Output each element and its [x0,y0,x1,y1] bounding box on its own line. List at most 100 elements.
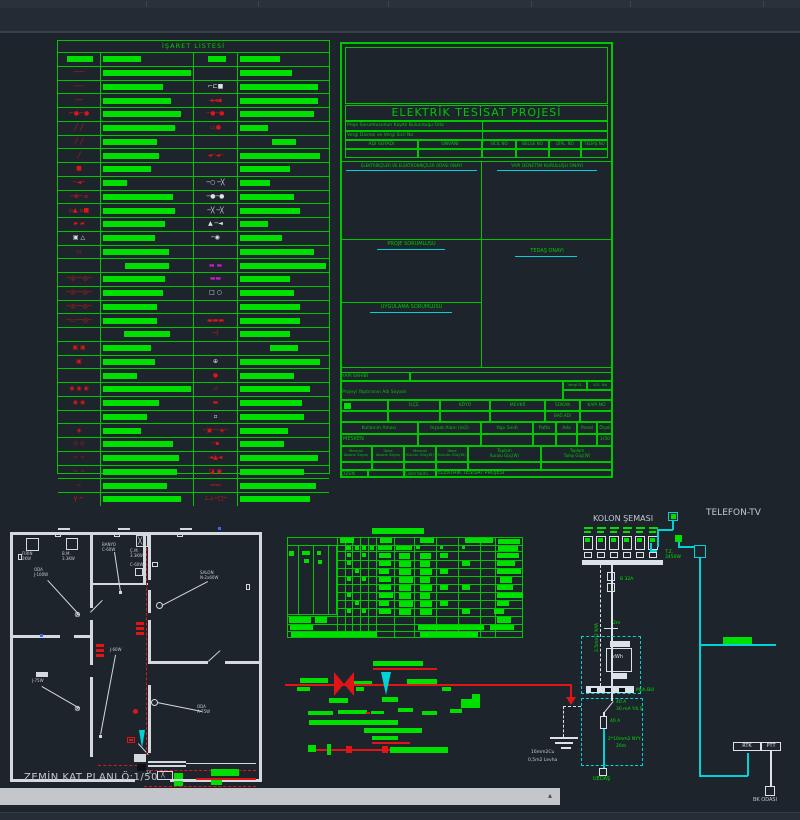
shape-t: ELEKTRİK TESİSAT PROJESİ [438,471,504,477]
shape-r [290,625,313,630]
shape-r [678,546,695,548]
legend-bar [240,331,290,337]
legend-cell: ⌐⊏■ [194,81,238,94]
legend-bar [240,290,294,296]
shape-r [482,121,483,131]
legend-cell: ╱ [58,149,101,162]
shape-b [516,149,549,158]
shape-r [570,686,572,697]
legend-symbol: ~ ~ [73,467,85,477]
legend-bar [240,70,292,76]
shape-r [396,546,412,550]
shape-r [610,527,619,529]
shape-r [379,553,391,558]
legend-cell: ◈ [58,424,101,437]
legend-cell [238,328,329,341]
legend-cell [101,149,194,162]
shape-t: ÇİZEN [341,472,355,477]
legend-bar [240,180,270,186]
legend-cell [194,342,238,355]
legend-cell [101,67,194,80]
shape-b [482,149,516,158]
legend-bar [103,414,147,420]
legend-cell: ◄▲◄ [194,452,238,465]
shape-r [180,528,192,530]
tv-outlet [675,535,682,542]
legend-symbol: ─◄─ [73,178,85,188]
plan-fixture: ⊗ [74,610,81,619]
legend-row: ╱ ╱▭● [58,122,329,136]
shape-b [597,552,605,558]
top-toolbar[interactable] [0,0,800,8]
shape-r [584,531,591,533]
legend-symbol: ▬▬ [210,274,221,284]
shape-b [610,552,618,558]
horizontal-scrollbar[interactable]: ▴ [0,788,560,805]
legend-bar [103,208,175,214]
shape-r [129,739,133,741]
legend-cell [58,53,101,66]
legend-cell [238,493,329,506]
shape-t: KÖYÜ [440,403,490,408]
shape-b [287,545,337,615]
legend-symbol: ■ [76,164,82,174]
shape-t: ╳ [138,537,142,545]
legend-bar [103,125,175,131]
legend-cell: ╱ ╱ [58,136,101,149]
legend-cell [101,383,194,396]
legend-bar [125,263,169,269]
legend-cell: ▣ [58,356,101,369]
shape-r [420,569,432,575]
legend-row: ▭ [58,246,329,260]
legend-row: ╱ ◄─◄─ [58,149,329,163]
plan-wall [148,620,151,662]
shape-r [699,775,748,777]
shape-b [418,149,482,158]
legend-bar [103,111,181,117]
shape-b [440,411,490,422]
shape-r [637,538,642,542]
legend-cell [101,191,194,204]
shape-r [379,569,389,574]
shape-r [624,538,629,542]
shape-b [372,462,404,470]
shape-r [379,593,393,598]
legend-cell [194,53,238,66]
legend-symbol: ▱ [213,384,218,394]
usage-value: MESKEN [343,437,364,443]
legend-cell [101,163,194,176]
shape-t: SOKAK [545,403,580,408]
legend-row: ─◎──◎─▬▬ [58,273,329,287]
toolbar-separator [388,1,389,7]
legend-symbol: ▫▲ ▫■ [69,206,89,216]
shape-r [379,561,391,566]
legend-symbol: □ ○ [209,288,222,298]
shape-b [410,372,613,381]
legend-row: ─── [58,67,329,81]
legend-symbol: ◄─◄─ [207,151,223,161]
plan-wall [148,535,151,580]
legend-cell [101,452,194,465]
approval-designer-label: PROJE SORUMLUSU [342,242,481,248]
shape-r [302,551,310,555]
plan-label: C-60W [130,563,143,568]
shape-r [399,577,413,583]
legend-bar [103,290,163,296]
shape-r [636,527,645,529]
shape-r [462,546,465,549]
legend-cell: ─◎──◎─ [58,287,101,300]
shape-r [603,729,605,768]
shape-r [623,531,630,533]
scrollbar-arrow-icon[interactable]: ▴ [548,791,552,801]
shape-r [497,593,523,598]
legend-symbol: ◈ [77,426,82,436]
legend-cell [101,356,194,369]
legend-bar [240,414,304,420]
shape-r [379,609,391,614]
bk-odasi-label: BK ODASI [753,798,777,804]
toolbar-separator [146,1,147,7]
shape-r [355,601,359,605]
legend-symbol: ╌╌╌ [74,82,85,92]
legend-symbol: ◪ ▣ [209,467,222,477]
